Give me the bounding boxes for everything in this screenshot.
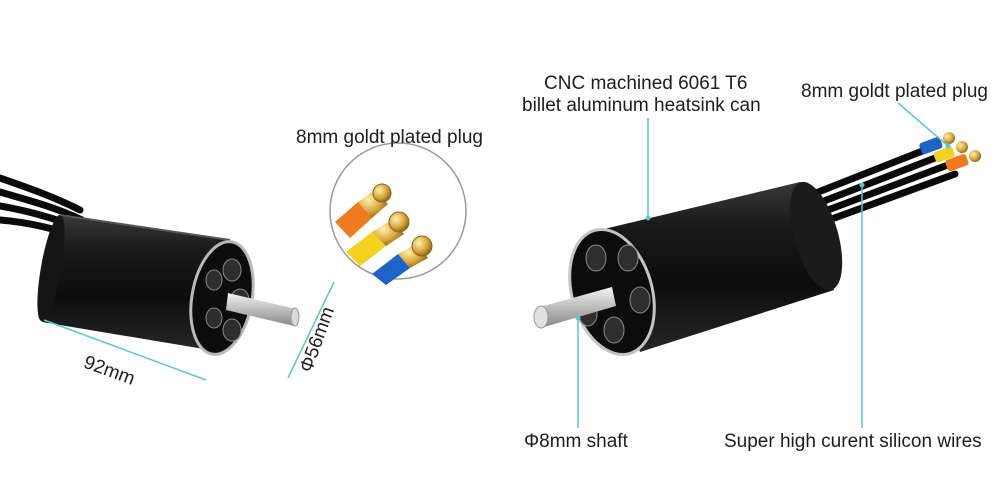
right-motor-wires: [794, 146, 959, 228]
right-plug-label: 8mm goldt plated plug: [801, 81, 988, 102]
left-plug-label: 8mm goldt plated plug: [296, 127, 483, 148]
heatsink-label-line1: CNC machined 6061 T6: [544, 73, 748, 94]
left-motor-shaft: [226, 293, 300, 327]
diameter-dimension-line: [287, 281, 335, 379]
left-motor: [0, 174, 300, 356]
right-motor-body: [600, 182, 834, 352]
shaft-label: Φ8mm shaft: [524, 431, 628, 452]
plug-inset: [329, 142, 467, 285]
length-dimension-line: [43, 319, 207, 381]
plug-callout-line: [897, 102, 949, 147]
left-motor-body: [42, 215, 230, 350]
heatsink-label-line2: billet aluminum heatsink can: [522, 95, 761, 116]
right-plugs: [919, 132, 981, 172]
wires-label: Super high curent silicon wires: [724, 431, 982, 452]
right-motor: [533, 132, 981, 357]
right-motor-shaft: [533, 287, 616, 329]
